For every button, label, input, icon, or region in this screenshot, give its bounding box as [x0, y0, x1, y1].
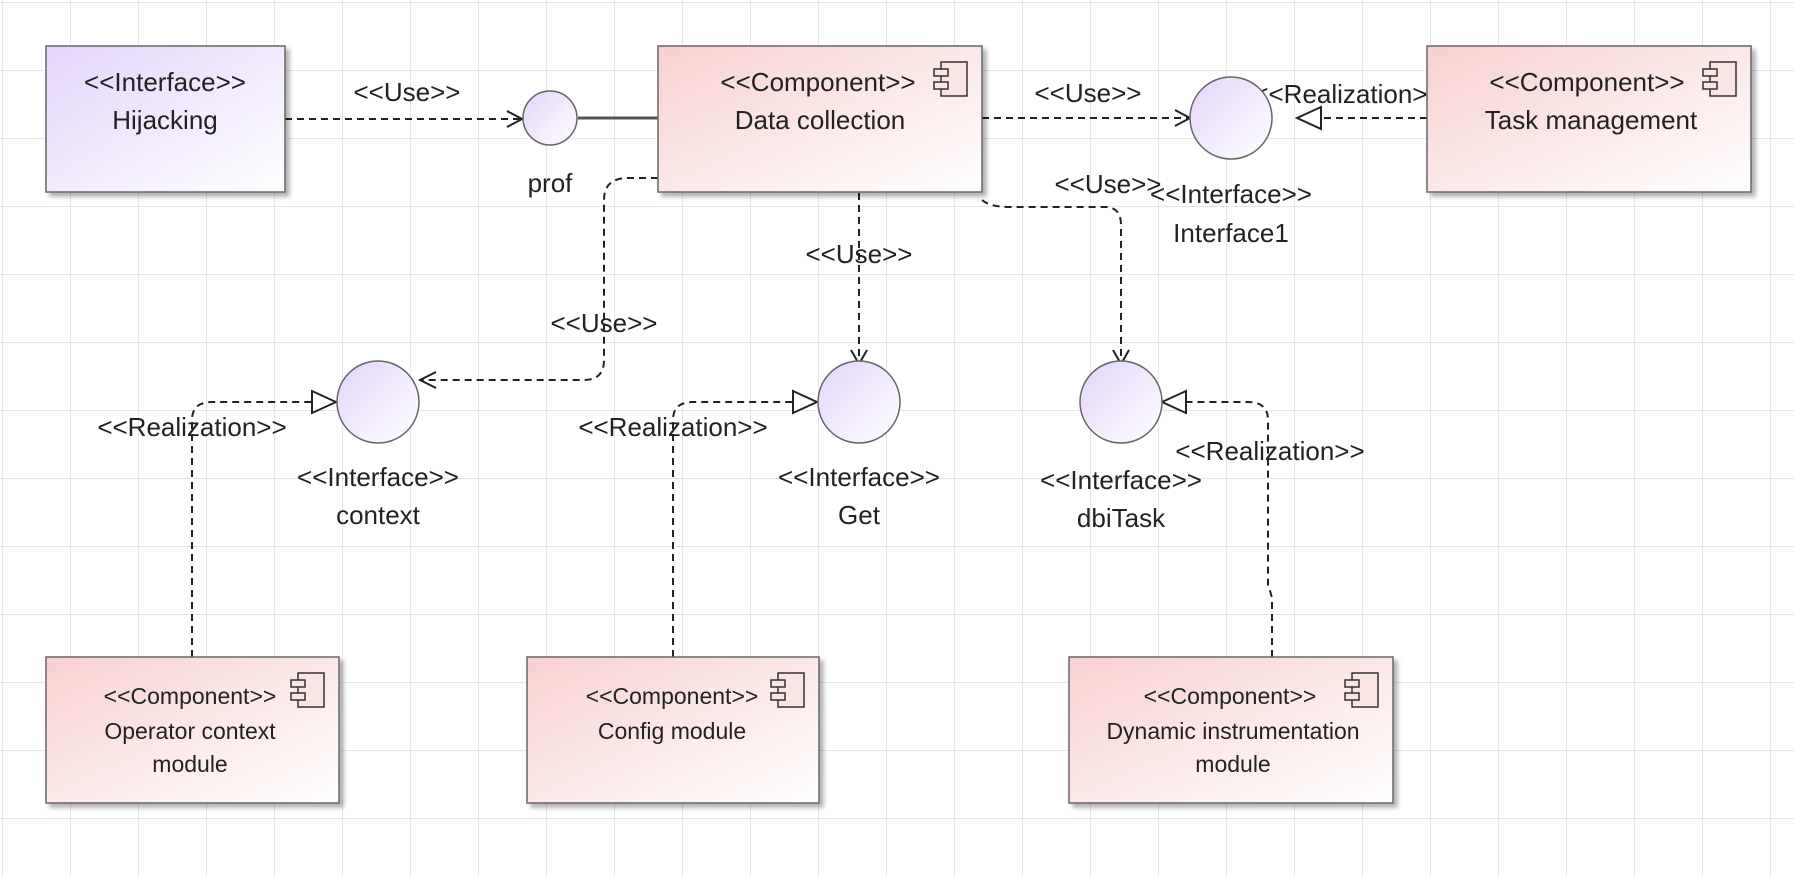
interface-name: context — [336, 500, 421, 530]
interface-stereotype: <<Interface>> — [1150, 179, 1312, 209]
edge-label-realization: <<Realization>> — [1253, 79, 1442, 109]
edge-data-collection-dbitask[interactable]: <<Use>> — [981, 169, 1162, 367]
node-name-line1: Operator context — [104, 718, 276, 744]
node-stereotype: <<Component>> — [720, 67, 915, 97]
node-name: Hijacking — [112, 105, 218, 135]
node-name: Config module — [598, 718, 746, 744]
component-icon — [933, 61, 968, 97]
interface-prof[interactable]: prof — [522, 90, 578, 198]
node-stereotype: <<Component>> — [104, 683, 277, 709]
node-name-line1: Dynamic instrumentation — [1106, 718, 1359, 744]
component-icon — [770, 672, 805, 708]
interface-interface1[interactable]: <<Interface>> Interface1 — [1150, 76, 1312, 248]
node-stereotype: <<Interface>> — [84, 67, 246, 97]
component-config-module[interactable]: <<Component>> Config module — [526, 656, 820, 804]
component-icon — [290, 672, 325, 708]
edge-label-realization: <<Realization>> — [97, 412, 286, 442]
component-data-collection[interactable]: <<Component>> Data collection — [657, 45, 983, 193]
node-name: Data collection — [735, 105, 906, 135]
interface-name: Get — [838, 500, 881, 530]
component-operator-context-module[interactable]: <<Component>> Operator context module — [45, 656, 340, 804]
interface-dbitask[interactable]: <<Interface>> dbiTask — [1040, 360, 1202, 533]
edge-label-use: <<Use>> — [806, 239, 913, 269]
node-name: Task management — [1485, 105, 1698, 135]
edge-config-realization[interactable]: <<Realization>> — [578, 389, 820, 657]
edge-label-realization: <<Realization>> — [578, 412, 767, 442]
edge-task-management-realization[interactable]: <<Realization>> — [1253, 79, 1443, 131]
edge-data-collection-context[interactable]: <<Use>> — [417, 177, 658, 389]
interface-name: dbiTask — [1077, 503, 1166, 533]
node-stereotype: <<Component>> — [1489, 67, 1684, 97]
edge-label-use: <<Use>> — [1035, 78, 1142, 108]
node-name-line2: module — [1195, 751, 1270, 777]
edge-operator-context-realization[interactable]: <<Realization>> — [97, 389, 339, 657]
edge-label-use: <<Use>> — [354, 77, 461, 107]
interface-node-hijacking[interactable]: <<Interface>> Hijacking — [45, 45, 286, 193]
component-task-management[interactable]: <<Component>> Task management — [1426, 45, 1752, 193]
edge-data-collection-interface1[interactable]: <<Use>> — [982, 78, 1193, 127]
interface-stereotype: <<Interface>> — [1040, 465, 1202, 495]
node-name-line2: module — [152, 751, 227, 777]
component-dynamic-instrumentation-module[interactable]: <<Component>> Dynamic instrumentation mo… — [1068, 656, 1394, 804]
edge-hijacking-prof[interactable]: <<Use>> — [285, 77, 525, 128]
edge-label-use: <<Use>> — [1055, 169, 1162, 199]
interface-context[interactable]: <<Interface>> context — [297, 360, 459, 530]
interface-name: prof — [528, 168, 574, 198]
interface-get[interactable]: <<Interface>> Get — [778, 360, 940, 530]
edge-data-collection-get[interactable]: <<Use>> — [806, 193, 913, 367]
edge-label-use: <<Use>> — [551, 308, 658, 338]
component-icon — [1702, 61, 1737, 97]
node-stereotype: <<Component>> — [586, 683, 759, 709]
node-stereotype: <<Component>> — [1144, 683, 1317, 709]
component-icon — [1344, 672, 1379, 708]
interface-name: Interface1 — [1173, 218, 1289, 248]
interface-stereotype: <<Interface>> — [297, 462, 459, 492]
interface-stereotype: <<Interface>> — [778, 462, 940, 492]
edge-label-realization: <<Realization>> — [1175, 436, 1364, 466]
edge-dynamic-instr-realization[interactable]: <<Realization>> — [1159, 389, 1365, 657]
